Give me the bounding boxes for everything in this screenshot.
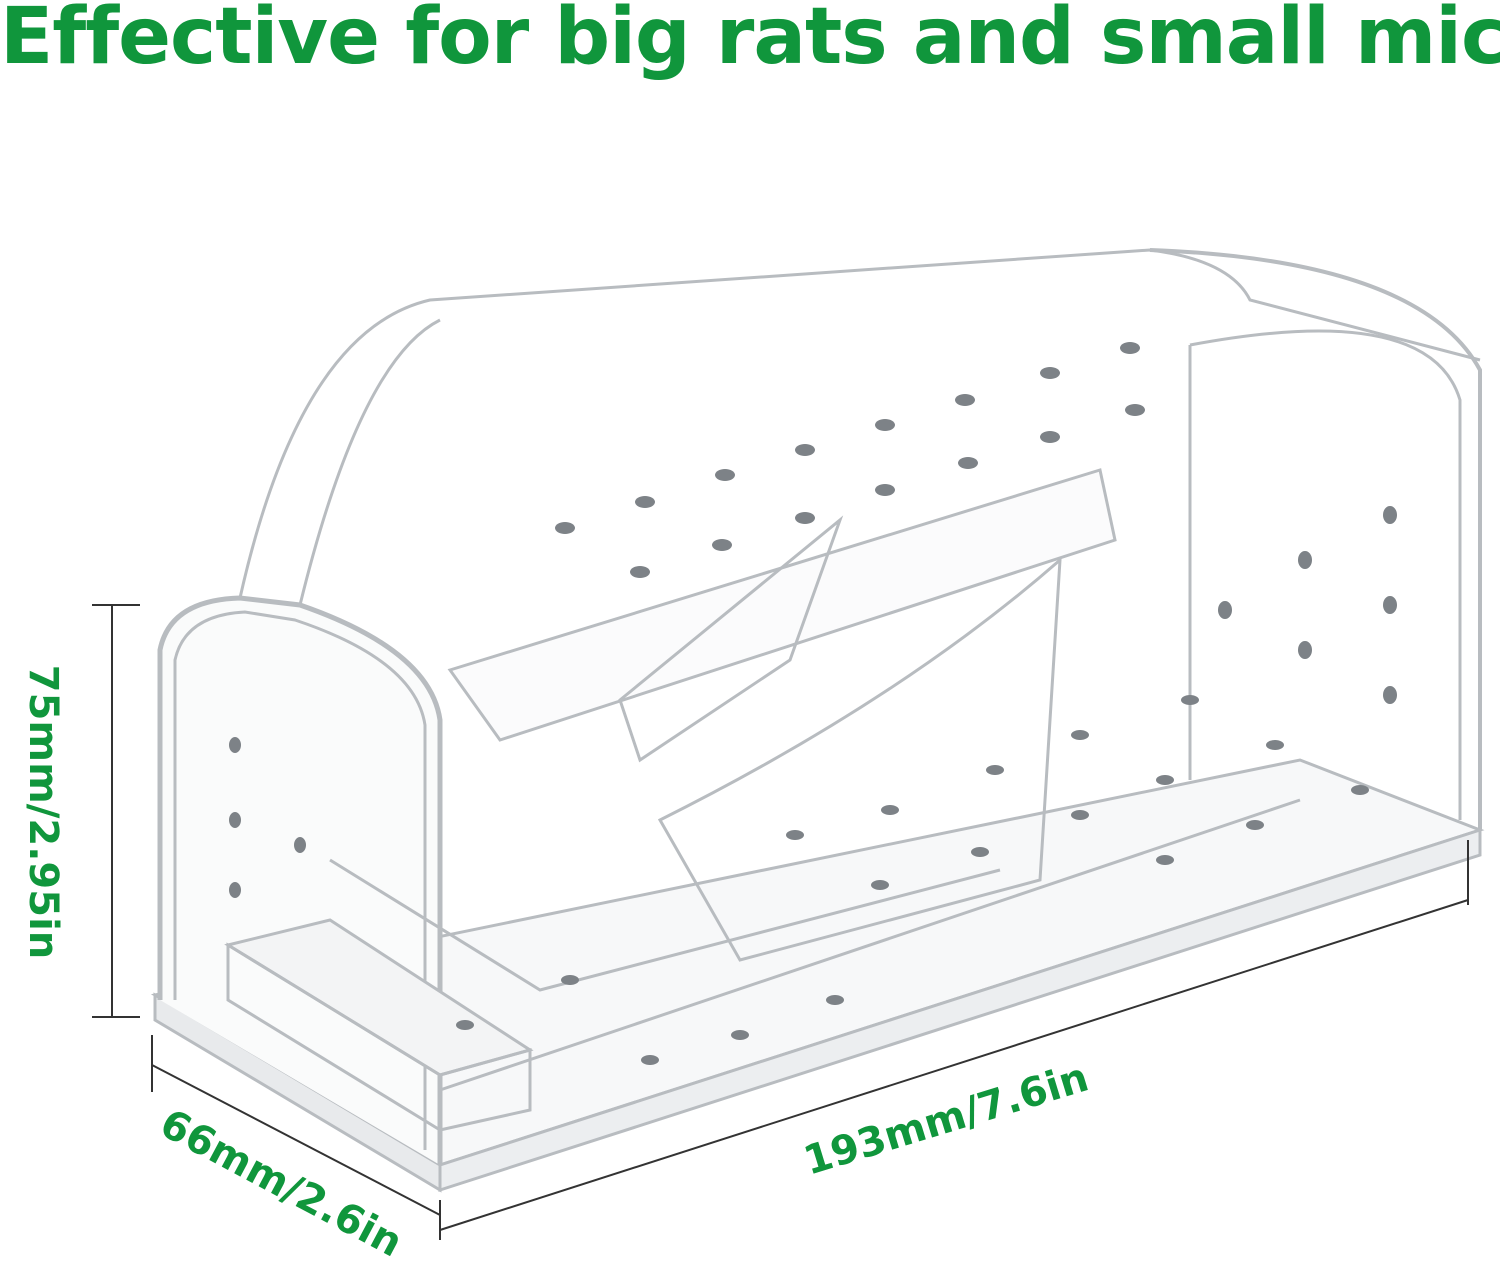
height-dimension-label: 75mm/2.95in xyxy=(20,665,66,960)
trap-back-end xyxy=(1149,248,1482,830)
trap-front-end xyxy=(157,595,443,1165)
trap-top xyxy=(238,248,1481,599)
ventilation-holes xyxy=(229,342,1397,1065)
length-dimension-label: 193mm/7.6in xyxy=(799,1055,1094,1185)
trap-drawing xyxy=(150,248,1485,1193)
headline: Effective for big rats and small mice xyxy=(0,0,1500,82)
dimension-lines xyxy=(92,604,1469,1240)
